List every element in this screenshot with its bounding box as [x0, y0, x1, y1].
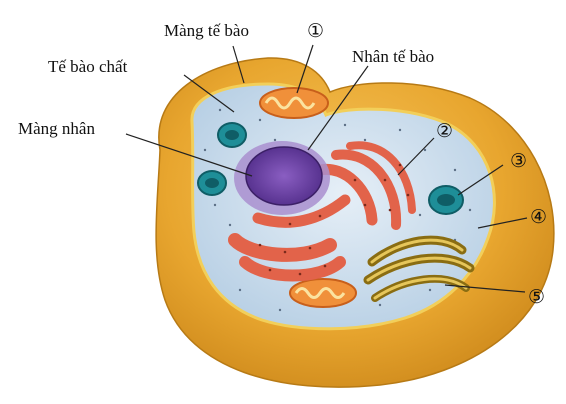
- nucleus: [234, 141, 330, 215]
- label-nucleus: Nhân tế bào: [352, 48, 434, 65]
- mitochondrion-top: [260, 88, 328, 118]
- vacuole-left-lower: [198, 171, 226, 195]
- vacuole-right: [429, 186, 463, 214]
- marker-4: ④: [530, 208, 547, 227]
- marker-3: ③: [510, 152, 527, 171]
- label-nuclear-membrane: Màng nhân: [18, 120, 95, 137]
- marker-2: ②: [436, 122, 453, 141]
- marker-1: ①: [307, 22, 324, 41]
- vacuole-left-upper: [218, 123, 246, 147]
- mitochondrion-bottom: [290, 279, 356, 307]
- label-cytoplasm: Tế bào chất: [48, 58, 127, 75]
- label-cell-membrane: Màng tế bào: [164, 22, 249, 39]
- marker-5: ⑤: [528, 288, 545, 307]
